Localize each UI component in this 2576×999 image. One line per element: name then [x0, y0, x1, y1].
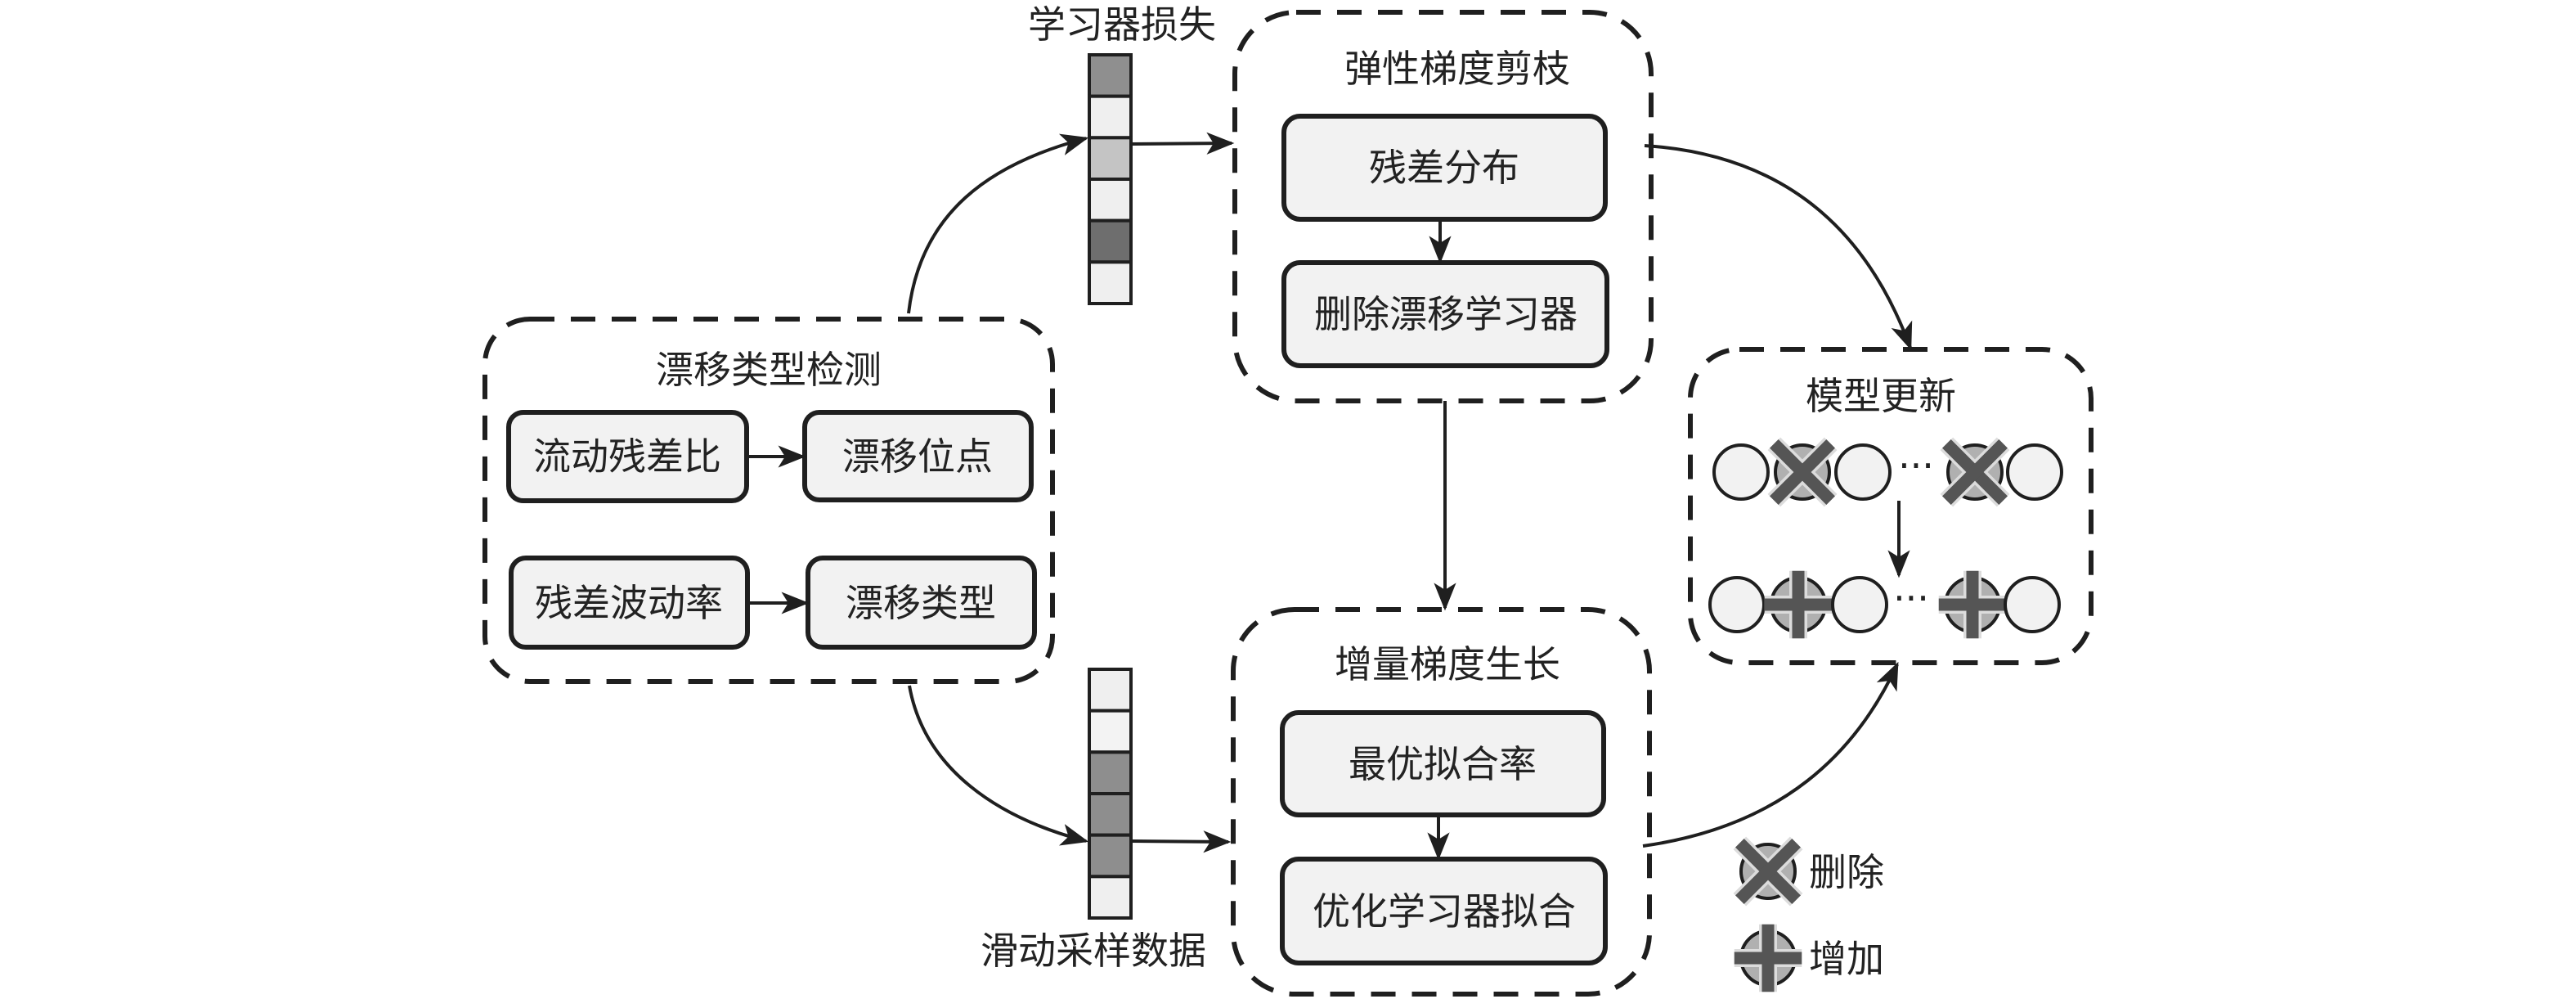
learner-loss-cell — [1088, 260, 1133, 306]
sliding-data-cell — [1088, 750, 1133, 795]
node-label: 漂移类型 — [846, 581, 996, 625]
sliding-data-cells — [1088, 668, 1133, 920]
sliding-data-label: 滑动采样数据 — [981, 929, 1206, 973]
legend-item-delete — [1733, 836, 1803, 907]
delete-mark-icon — [1733, 836, 1803, 907]
sliding-data-bar: 滑动采样数据 — [981, 668, 1206, 973]
edge-loss-to-pruning — [1130, 132, 1235, 155]
node-label: 残差分布 — [1369, 146, 1519, 190]
pruning-frame — [1232, 10, 1654, 403]
learner-node — [1708, 576, 1766, 633]
legend-delete-label: 删除 — [1809, 850, 1884, 894]
edge-detection-to-loss — [907, 133, 1089, 314]
node-flow-residual-ratio[interactable]: 流动残差比 — [506, 410, 749, 503]
learner-node — [2004, 576, 2061, 633]
learner-loss-bar: 学习器损失 — [1028, 2, 1216, 306]
learner-node — [1834, 443, 1892, 501]
ellipsis: ··· — [1898, 443, 1934, 488]
learner-loss-cells — [1088, 53, 1133, 306]
sliding-data-cell — [1088, 875, 1133, 920]
node-label: 残差波动率 — [535, 581, 723, 625]
delete-mark-icon — [1767, 437, 1838, 507]
learner-loss-label: 学习器损失 — [1028, 2, 1216, 47]
learner-loss-cell — [1088, 94, 1133, 140]
node-label: 优化学习器拟合 — [1313, 889, 1576, 934]
sliding-data-cell — [1088, 668, 1133, 713]
learner-loss-cell — [1088, 53, 1133, 98]
model-update-title: 模型更新 — [1806, 374, 1956, 418]
growth-group: 增量梯度生长 最优拟合率 优化学习器拟合 — [1231, 607, 1652, 997]
drift-detection-title: 漂移类型检测 — [656, 348, 882, 392]
learner-loss-cell — [1088, 218, 1133, 264]
ellipsis: ··· — [1893, 576, 1929, 620]
drift-detection-frame — [482, 317, 1055, 684]
add-mark-icon — [1764, 570, 1833, 639]
edge-growth-to-model — [1642, 661, 1899, 848]
edge-data-to-growth — [1130, 830, 1232, 853]
learner-node — [1712, 443, 1770, 501]
growth-title: 增量梯度生长 — [1335, 642, 1560, 686]
learner-node — [2006, 443, 2063, 501]
node-label: 流动残差比 — [533, 434, 721, 479]
edge-detection-to-data — [908, 685, 1089, 846]
pruning-group: 弹性梯度剪枝 残差分布 删除漂移学习器 — [1232, 10, 1654, 403]
legend: 删除 增加 — [1733, 836, 1884, 992]
legend-item-add — [1734, 924, 1802, 992]
learner-node — [1831, 576, 1888, 633]
node-label: 漂移位点 — [842, 434, 993, 479]
pruning-title: 弹性梯度剪枝 — [1344, 47, 1570, 91]
learner-row-after: ··· — [1708, 570, 2061, 639]
learner-row-before: ··· — [1712, 437, 2063, 507]
edge-pruning-to-model — [1644, 144, 1913, 351]
add-mark-icon — [1734, 924, 1802, 992]
add-mark-icon — [1938, 570, 2007, 639]
node-drift-point[interactable]: 漂移位点 — [802, 410, 1034, 502]
learner-loss-cell — [1088, 136, 1133, 181]
sliding-data-cell — [1088, 792, 1133, 837]
node-label: 最优拟合率 — [1349, 742, 1537, 786]
drift-detection-group: 漂移类型检测 流动残差比 漂移位点 残差波动率 漂移类型 — [482, 317, 1055, 684]
node-label: 删除漂移学习器 — [1314, 292, 1577, 336]
node-remove-drift-learner[interactable]: 删除漂移学习器 — [1281, 260, 1609, 368]
sliding-data-cell — [1088, 833, 1133, 879]
legend-add-label: 增加 — [1809, 937, 1884, 981]
node-optimal-fit-rate[interactable]: 最优拟合率 — [1280, 710, 1606, 817]
delete-mark-icon — [1940, 437, 2010, 507]
node-residual-distribution[interactable]: 残差分布 — [1281, 114, 1608, 222]
model-update-group: 模型更新 ··· ··· — [1688, 347, 2094, 665]
sliding-data-cell — [1088, 709, 1133, 754]
learner-loss-cell — [1088, 178, 1133, 223]
node-drift-type[interactable]: 漂移类型 — [806, 556, 1037, 650]
node-optimize-learner-fit[interactable]: 优化学习器拟合 — [1280, 857, 1608, 965]
node-residual-volatility[interactable]: 残差波动率 — [509, 556, 750, 650]
